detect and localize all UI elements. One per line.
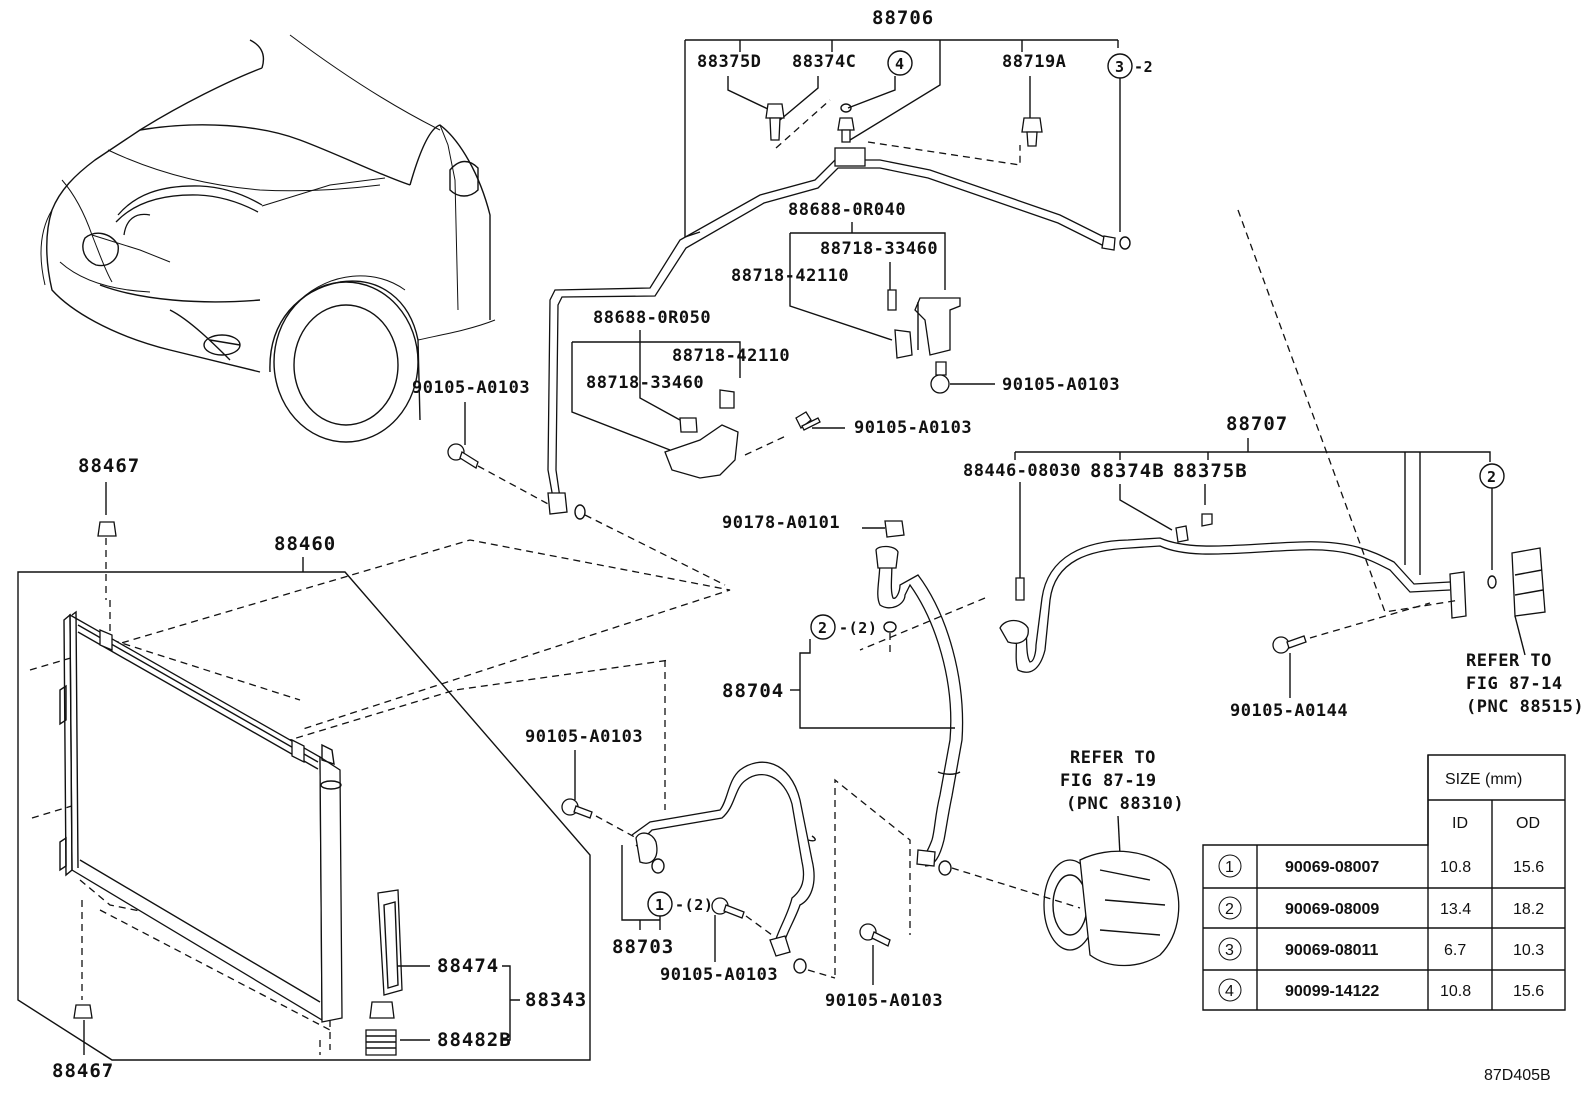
hose-88704: 90178-A0101 2 -(2) 88704	[722, 513, 964, 876]
circle-ref-2-right: 2	[1479, 463, 1505, 489]
label-88688-0R050: 88688-0R050	[593, 308, 711, 328]
pressure-sensor-group-0R040: 88688-0R040 88718-33460 88718-42110 9010…	[731, 200, 1120, 395]
label-88718-33460-b: 88718-33460	[586, 373, 704, 393]
svg-text:90069-08009: 90069-08009	[1285, 901, 1379, 918]
label-90105-A0103-a: 90105-A0103	[1002, 375, 1120, 395]
label-90105-A0103-b: 90105-A0103	[854, 418, 972, 438]
svg-text:10.8: 10.8	[1440, 983, 1471, 1000]
circle-ref-4-top: 4	[887, 50, 913, 76]
label-90178-A0101: 90178-A0101	[722, 513, 840, 533]
svg-text:15.6: 15.6	[1513, 983, 1544, 1000]
circle-ref-2-mid: 2 -(2)	[810, 614, 878, 640]
size-table-col-id: ID	[1452, 815, 1468, 832]
label-88375B: 88375B	[1173, 460, 1248, 482]
label-refer-87-14-line2: FIG 87-14	[1466, 674, 1563, 694]
svg-text:1: 1	[655, 896, 665, 914]
label-88718-33460-a: 88718-33460	[820, 239, 938, 259]
size-table-row: 1 90069-08007 10.8 15.6	[1218, 854, 1544, 878]
figure-code: 87D405B	[1484, 1067, 1551, 1084]
bolt-90105-A0144: 90105-A0144	[1230, 602, 1431, 721]
label-88474: 88474	[437, 955, 499, 977]
label-88446-08030: 88446-08030	[963, 461, 1081, 481]
size-table-row: 3 90069-08011 6.7 10.3	[1218, 937, 1544, 961]
vehicle-front-illustration	[40, 34, 496, 443]
bolt-90105-A0103-bottom: 90105-A0103	[825, 923, 943, 1011]
label-88482B: 88482B	[437, 1029, 512, 1051]
svg-text:2: 2	[1487, 468, 1497, 486]
size-table: SIZE (mm) ID OD 1 90069-08007 10.8 15.6 …	[1202, 754, 1566, 1011]
label-90105-A0103-f: 90105-A0103	[825, 991, 943, 1011]
condenser-88460: 88460	[17, 533, 731, 1061]
grommet-88467-top: 88467	[78, 455, 140, 600]
grommet-88467-bottom: 88467	[52, 900, 114, 1082]
size-table-row: 2 90069-08009 13.4 18.2	[1218, 896, 1544, 920]
label-90105-A0103-c: 90105-A0103	[412, 378, 530, 398]
svg-text:10.3: 10.3	[1513, 942, 1544, 959]
svg-text:6.7: 6.7	[1444, 942, 1466, 959]
svg-text:13.4: 13.4	[1440, 901, 1471, 918]
label-refer-87-14-line1: REFER TO	[1466, 651, 1552, 671]
label-refer-87-19-line1: REFER TO	[1070, 748, 1156, 768]
label-88343: 88343	[525, 989, 587, 1011]
svg-text:1: 1	[1225, 859, 1234, 876]
label-88375D: 88375D	[697, 52, 761, 72]
svg-text:90099-14122: 90099-14122	[1285, 983, 1379, 1000]
svg-text:2: 2	[818, 619, 828, 637]
size-table-col-od: OD	[1516, 815, 1540, 832]
tube-assembly-88706: 88706 88375D 88374C 4 88719A 3 -2	[547, 7, 1153, 520]
label-90105-A0144: 90105-A0144	[1230, 701, 1348, 721]
svg-text:2: 2	[1225, 901, 1234, 918]
label-88707: 88707	[1226, 413, 1288, 435]
label-90105-A0103-e: 90105-A0103	[660, 965, 778, 985]
label-88719A: 88719A	[1002, 52, 1066, 72]
tube-assembly-88707: 88707 88446-08030 88374B 88375B 2	[859, 209, 1505, 673]
pressure-sensor-group-0R050: 88688-0R050 88718-42110 88718-33460 9010…	[571, 308, 972, 479]
svg-text:3: 3	[1115, 58, 1125, 76]
label-88706: 88706	[872, 7, 934, 29]
svg-text:-2: -2	[1134, 58, 1153, 76]
label-88718-42110-b: 88718-42110	[672, 346, 790, 366]
label-88467-bottom: 88467	[52, 1060, 114, 1082]
dryer-element-88474: 88474 88343 88482B	[365, 889, 587, 1056]
tube-88703: 90105-A0103 1 -(2) 88703 90105-A0103	[525, 660, 911, 985]
svg-text:90069-08007: 90069-08007	[1285, 859, 1379, 876]
label-88704: 88704	[722, 680, 784, 702]
svg-text:10.8: 10.8	[1440, 859, 1471, 876]
svg-text:18.2: 18.2	[1513, 901, 1544, 918]
size-table-row: 4 90099-14122 10.8 15.6	[1218, 978, 1544, 1002]
bolt-90105-A0103-left: 90105-A0103	[412, 378, 726, 586]
label-refer-87-14-line3: (PNC 88515)	[1466, 697, 1584, 717]
svg-text:-(2): -(2)	[675, 896, 714, 914]
label-88374C: 88374C	[792, 52, 856, 72]
label-88703: 88703	[612, 936, 674, 958]
label-88467-top: 88467	[78, 455, 140, 477]
label-88374B: 88374B	[1090, 460, 1165, 482]
svg-text:-(2): -(2)	[839, 619, 878, 637]
label-90105-A0103-d: 90105-A0103	[525, 727, 643, 747]
circle-ref-3-top: 3 -2	[1107, 53, 1153, 79]
label-88688-0R040: 88688-0R040	[788, 200, 906, 220]
circle-ref-1-mid: 1 -(2)	[647, 891, 714, 917]
label-88718-42110-a: 88718-42110	[731, 266, 849, 286]
svg-text:4: 4	[895, 55, 905, 73]
svg-text:90069-08011: 90069-08011	[1285, 942, 1379, 959]
compressor: REFER TO FIG 87-19 (PNC 88310)	[951, 748, 1184, 967]
label-88460: 88460	[274, 533, 336, 555]
expansion-valve: REFER TO FIG 87-14 (PNC 88515)	[1466, 547, 1584, 717]
svg-text:15.6: 15.6	[1513, 859, 1544, 876]
label-refer-87-19-line2: FIG 87-19	[1060, 771, 1157, 791]
label-refer-87-19-line3: (PNC 88310)	[1066, 794, 1184, 814]
svg-text:3: 3	[1225, 942, 1234, 959]
svg-text:4: 4	[1225, 983, 1234, 1000]
size-table-header: SIZE (mm)	[1445, 771, 1522, 788]
